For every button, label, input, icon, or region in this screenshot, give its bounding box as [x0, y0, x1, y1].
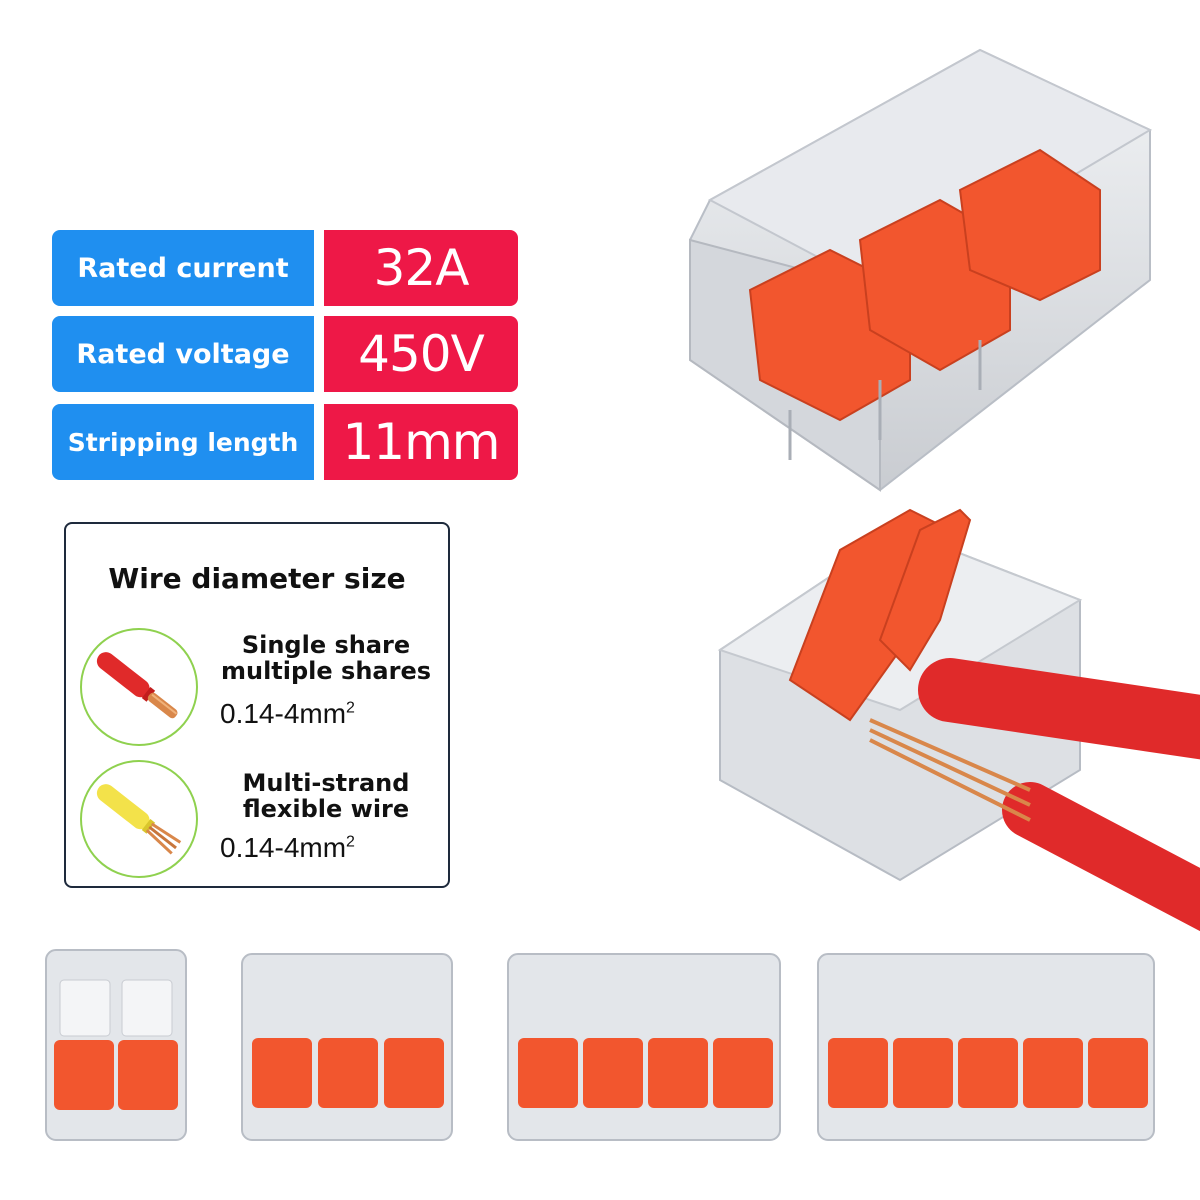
wire-size-1: 0.14-4mm2	[220, 698, 355, 729]
spec-label: Rated current	[52, 230, 314, 306]
wire-type-2-line2: flexible wire	[242, 795, 410, 823]
spec-value: 450V	[324, 316, 518, 392]
spec-label: Stripping length	[52, 404, 314, 480]
connector-4pole	[507, 953, 781, 1141]
connector-2pole	[45, 949, 187, 1141]
spec-row-stripping: Stripping length 11mm	[52, 404, 518, 480]
connector-with-wire-photo	[717, 508, 1200, 932]
connector-5pole	[817, 953, 1155, 1141]
spec-value: 11mm	[324, 404, 518, 480]
wire-type-2-line1: Multi-strand	[242, 769, 410, 797]
wire-type-1-line1: Single share	[241, 631, 411, 659]
spec-label: Rated voltage	[52, 316, 314, 392]
flexible-wire-icon	[80, 760, 198, 878]
spec-row-voltage: Rated voltage 450V	[52, 316, 518, 392]
wire-diameter-panel: Wire diameter size Single share multiple…	[64, 522, 450, 888]
wire-size-2: 0.14-4mm2	[220, 832, 355, 863]
connector-3pole	[241, 953, 453, 1141]
spec-value: 32A	[324, 230, 518, 306]
wire-type-1-line2: multiple shares	[220, 657, 432, 685]
solid-wire-icon	[80, 628, 198, 746]
wire-panel-title: Wire diameter size	[108, 562, 406, 595]
connector-3pole-photo	[689, 48, 1153, 492]
connector-row-photo	[45, 949, 1155, 1141]
spec-row-current: Rated current 32A	[52, 230, 518, 306]
